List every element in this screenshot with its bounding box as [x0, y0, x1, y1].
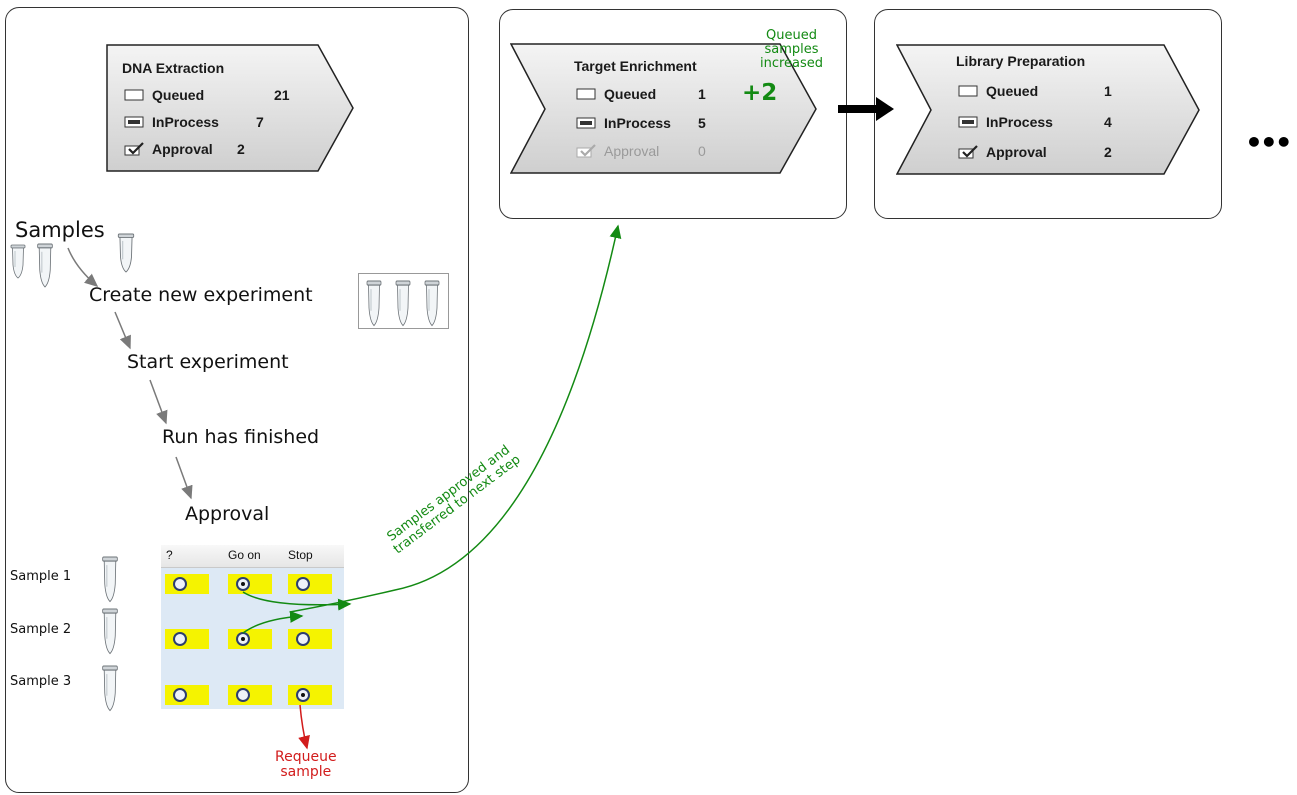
step-library-preparation[interactable]: Library Preparation Queued 1 InProcess 4… [896, 44, 1202, 176]
row-count: 1 [1104, 83, 1112, 99]
row-label: Queued [604, 86, 657, 102]
approval-icon [576, 144, 596, 158]
cell-s2-stop[interactable] [288, 629, 332, 649]
note-line: increased [760, 56, 824, 71]
approval-row: Approval 2 [958, 144, 1112, 160]
approval-grid[interactable]: ? Go on Stop [161, 545, 344, 709]
cell-s1-go-on[interactable] [228, 574, 272, 594]
note-line: Queued [766, 28, 817, 43]
queued-icon [958, 85, 978, 97]
radio-button[interactable] [296, 632, 310, 646]
row-count: 4 [1104, 114, 1112, 130]
radio-button[interactable] [173, 632, 187, 646]
grid-header: ? Go on Stop [161, 545, 344, 568]
radio-button[interactable] [236, 688, 250, 702]
cell-s3-question[interactable] [165, 685, 209, 705]
row-label: Queued [152, 87, 205, 103]
flow-create-experiment: Create new experiment [89, 284, 313, 306]
sample-label-1: Sample 1 [10, 569, 72, 584]
chevron-shape [896, 44, 1200, 175]
inprocess-icon [576, 117, 596, 129]
cell-s1-stop[interactable] [288, 574, 332, 594]
queued-row: Queued 1 [576, 86, 706, 102]
step-target-enrichment[interactable]: Target Enrichment Queued 1 InProcess 5 A… [510, 43, 820, 175]
queued-increment: +2 [742, 80, 778, 106]
step-title: Library Preparation [956, 53, 1086, 69]
radio-button[interactable] [296, 577, 310, 591]
header-stop: Stop [288, 548, 313, 562]
cell-s3-go-on[interactable] [228, 685, 272, 705]
queued-icon [576, 88, 596, 100]
inprocess-icon [124, 116, 144, 128]
inprocess-icon [958, 116, 978, 128]
chevron-shape [510, 43, 817, 174]
approval-icon [958, 145, 978, 159]
row-label: Queued [986, 83, 1039, 99]
queued-row: Queued 1 [958, 83, 1112, 99]
cell-s1-question[interactable] [165, 574, 209, 594]
row-count: 7 [256, 114, 264, 130]
more-steps-ellipsis: ••• [1245, 126, 1293, 159]
row-label: InProcess [604, 115, 671, 131]
sample-label-3: Sample 3 [10, 674, 72, 689]
step-title: Target Enrichment [574, 58, 697, 74]
queued-icon [124, 89, 144, 101]
queued-row: Queued 21 [124, 87, 290, 103]
flow-samples: Samples [15, 218, 105, 242]
radio-button-selected[interactable] [236, 632, 250, 646]
inprocess-row: InProcess 4 [958, 114, 1112, 130]
cell-s3-stop[interactable] [288, 685, 332, 705]
chevron-shape [106, 44, 354, 172]
inprocess-row: InProcess 7 [124, 114, 264, 130]
row-count: 0 [698, 143, 706, 159]
header-question: ? [166, 548, 173, 562]
cell-s2-question[interactable] [165, 629, 209, 649]
sample-label-2: Sample 2 [10, 622, 72, 637]
requeue-note: Requeue sample [275, 750, 337, 780]
inprocess-row: InProcess 5 [576, 115, 706, 131]
row-label: InProcess [986, 114, 1053, 130]
approval-row: Approval 0 [576, 143, 706, 159]
experiment-tubes-box [358, 273, 449, 329]
flow-start-experiment: Start experiment [127, 351, 289, 373]
row-count: 21 [274, 87, 290, 103]
step-title: DNA Extraction [122, 60, 225, 76]
row-label: Approval [986, 144, 1047, 160]
radio-button[interactable] [173, 688, 187, 702]
radio-button-selected[interactable] [236, 577, 250, 591]
radio-button[interactable] [173, 577, 187, 591]
row-count: 2 [1104, 144, 1112, 160]
row-label: Approval [152, 141, 213, 157]
row-label: Approval [604, 143, 660, 159]
note-line: sample [280, 764, 332, 780]
queued-increased-note: Queued samples increased [760, 29, 823, 71]
note-line: samples [764, 42, 819, 57]
row-count: 5 [698, 115, 706, 131]
row-count: 2 [237, 141, 245, 157]
header-go-on: Go on [228, 548, 261, 562]
row-count: 1 [698, 86, 706, 102]
approval-icon [124, 142, 144, 156]
radio-button-selected[interactable] [296, 688, 310, 702]
note-line: Requeue [275, 749, 337, 765]
flow-run-finished: Run has finished [162, 426, 320, 448]
approval-row: Approval 2 [124, 141, 245, 157]
step-dna-extraction[interactable]: DNA Extraction Queued 21 InProcess 7 App… [106, 44, 356, 174]
cell-s2-go-on[interactable] [228, 629, 272, 649]
flow-approval: Approval [185, 503, 270, 525]
row-label: InProcess [152, 114, 219, 130]
